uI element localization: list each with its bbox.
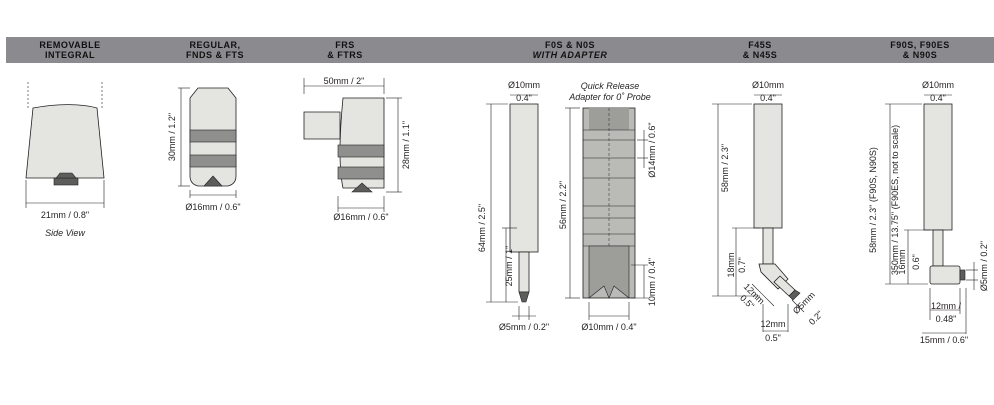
adapter-title-line2: Adapter for 0˚ Probe <box>568 92 651 102</box>
f45s-width-label-inch: 0.5" <box>765 333 781 343</box>
quick-release-adapter: Quick Release Adapter for 0˚ Probe 56mm … <box>558 81 657 332</box>
header-line: F0S & N0S <box>544 40 595 50</box>
header-line: WITH ADAPTER <box>532 50 608 60</box>
frs-height-label: 28mm / 1.1" <box>401 121 411 169</box>
f90s-length-label-1: 58mm / 2.3" (F90S, N90S) <box>868 147 878 253</box>
header-line: REMOVABLE <box>39 40 101 50</box>
f90s-width-a-label: 12mm / <box>931 301 962 311</box>
f90s-probe: Ø10mm 0.4" 58mm / 2.3" (F90S, N90S) 350m… <box>868 80 989 345</box>
header-line: & FTRS <box>327 50 363 60</box>
f90s-width-a-label-inch: 0.48" <box>936 314 957 324</box>
header-line: REGULAR, <box>189 40 241 50</box>
header-removable-integral: REMOVABLE INTEGRAL <box>30 40 110 60</box>
header-line: FRS <box>335 40 355 50</box>
frs-width-label: 50mm / 2" <box>324 76 365 86</box>
f90s-tip-dia-label: Ø5mm / 0.2" <box>979 241 989 291</box>
f45s-neck-label-inch: 0.7" <box>737 257 747 273</box>
f45s-probe: Ø10mm 0.4" 58mm / 2.3" 18mm 0.7" 12mm 0.… <box>712 80 825 343</box>
f90s-top-dia-label: Ø10mm <box>922 80 954 90</box>
frs-probe: 50mm / 2" 28mm / 1.1" Ø16mm / 0.6" <box>303 76 411 222</box>
f90s-length-label-2: 350mm / 13.75" (F90ES, not to scale) <box>890 125 900 275</box>
f45s-tip-dia-label-inch: 0.2" <box>807 309 825 327</box>
adapter-bottom-label: 10mm / 0.4" <box>647 258 657 306</box>
adapter-title-line1: Quick Release <box>581 81 640 91</box>
removable-probe: 21mm / 0.8" Side View <box>25 82 105 238</box>
header-f90s: F90S, F90ES & N90S <box>870 40 970 60</box>
f45s-top-dia-label-inch: 0.4" <box>760 93 776 103</box>
f45s-length-label: 58mm / 2.3" <box>720 144 730 192</box>
header-regular: REGULAR, FNDS & FTS <box>175 40 255 60</box>
header-line: FNDS & FTS <box>186 50 244 60</box>
header-line: F45S <box>748 40 772 50</box>
adapter-base-dia-label: Ø10mm / 0.4" <box>581 322 636 332</box>
removable-width-label: 21mm / 0.8" <box>41 210 89 220</box>
f0s-tip-length-label: 25mm / 1" <box>504 246 514 287</box>
f45s-top-dia-label: Ø10mm <box>752 80 784 90</box>
adapter-dia-label: Ø14mm / 0.6" <box>647 122 657 177</box>
header-frs: FRS & FTRS <box>305 40 385 60</box>
f0s-length-label: 64mm / 2.5" <box>477 204 487 252</box>
f45s-width-label: 12mm <box>760 319 785 329</box>
header-line: & N90S <box>902 50 938 60</box>
f90s-neck-label: 16mm <box>897 249 907 274</box>
f45s-neck-label: 18mm <box>726 252 736 277</box>
header-line: & N45S <box>742 50 778 60</box>
f90s-neck-label-inch: 0.6" <box>911 254 921 270</box>
f90s-width-b-label: 15mm / 0.6" <box>920 335 968 345</box>
adapter-length-label: 56mm / 2.2" <box>558 181 568 229</box>
regular-height-label: 30mm / 1.2" <box>167 113 177 161</box>
f0s-top-dia-label: Ø10mm <box>508 80 540 90</box>
header-f45s: F45S & N45S <box>720 40 800 60</box>
f90s-top-dia-label-inch: 0.4" <box>930 93 946 103</box>
frs-dia-label: Ø16mm / 0.6" <box>333 212 388 222</box>
removable-view-label: Side View <box>45 228 85 238</box>
header-bar <box>6 37 994 63</box>
regular-probe: 30mm / 1.2" Ø16mm / 0.6" <box>167 87 241 212</box>
header-f0s: F0S & N0S WITH ADAPTER <box>510 40 630 60</box>
header-line: INTEGRAL <box>45 50 95 60</box>
f0s-probe: Ø10mm 0.4" 64mm / 2.5" 25mm / 1" Ø5mm / … <box>477 80 549 332</box>
regular-dia-label: Ø16mm / 0.6" <box>185 202 240 212</box>
f0s-top-dia-label-inch: 0.4" <box>516 93 532 103</box>
f0s-tip-dia-label: Ø5mm / 0.2" <box>499 322 549 332</box>
header-line: F90S, F90ES <box>890 40 950 50</box>
